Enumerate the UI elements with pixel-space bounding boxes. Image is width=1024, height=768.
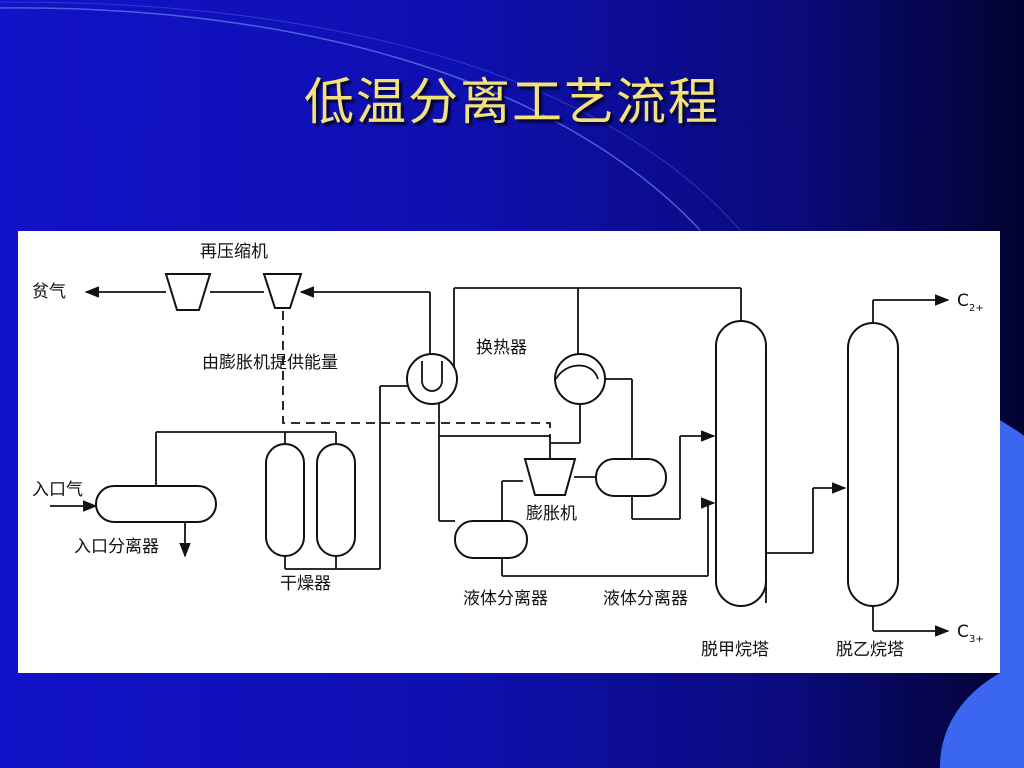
label-liquid-separator-2: 液体分离器 [603, 589, 688, 609]
label-inlet-gas: 入口气 [32, 480, 83, 500]
heat-exchanger-1 [406, 353, 458, 405]
label-expander-power: 由膨胀机提供能量 [202, 353, 338, 373]
c2-letter: C [957, 291, 969, 311]
heat-exchanger-2 [554, 353, 606, 405]
energy-link [282, 311, 551, 439]
dryer-2 [316, 443, 356, 557]
label-deethanizer: 脱乙烷塔 [836, 640, 904, 660]
c3-letter: C [957, 622, 969, 642]
label-inlet-separator: 入口分离器 [74, 537, 159, 557]
label-demethanizer: 脱甲烷塔 [701, 640, 769, 660]
deethanizer-tower [847, 322, 899, 607]
dryer-1 [265, 443, 305, 557]
c2-subscript: 2+ [969, 303, 984, 314]
label-expander: 膨胀机 [526, 504, 577, 524]
decorative-corner-shape [940, 420, 1024, 768]
decorative-curve [0, 7, 701, 231]
label-recompressor: 再压缩机 [200, 242, 268, 262]
label-c2-plus: C 2+ [957, 291, 984, 314]
process-lines [50, 286, 950, 637]
process-flow-diagram: 再压缩机 贫气 由膨胀机提供能量 换热器 入口气 入口分离器 干燥器 膨胀机 液… [18, 231, 1000, 673]
recompressor-1 [164, 273, 212, 311]
liquid-separator-2 [595, 458, 667, 497]
label-lean-gas: 贫气 [32, 282, 66, 302]
slide-title: 低温分离工艺流程 [304, 73, 720, 131]
label-liquid-separator-1: 液体分离器 [463, 589, 548, 609]
liquid-separator-1 [454, 520, 528, 559]
recompressor-2 [262, 273, 303, 309]
demethanizer-tower [715, 320, 767, 607]
decorative-curve [0, 1, 741, 231]
label-dryer: 干燥器 [280, 574, 331, 594]
c3-subscript: 3+ [969, 634, 984, 645]
expander [523, 458, 577, 496]
label-c3-plus: C 3+ [957, 622, 984, 645]
inlet-separator [95, 485, 217, 523]
label-heat-exchanger: 换热器 [476, 338, 527, 358]
